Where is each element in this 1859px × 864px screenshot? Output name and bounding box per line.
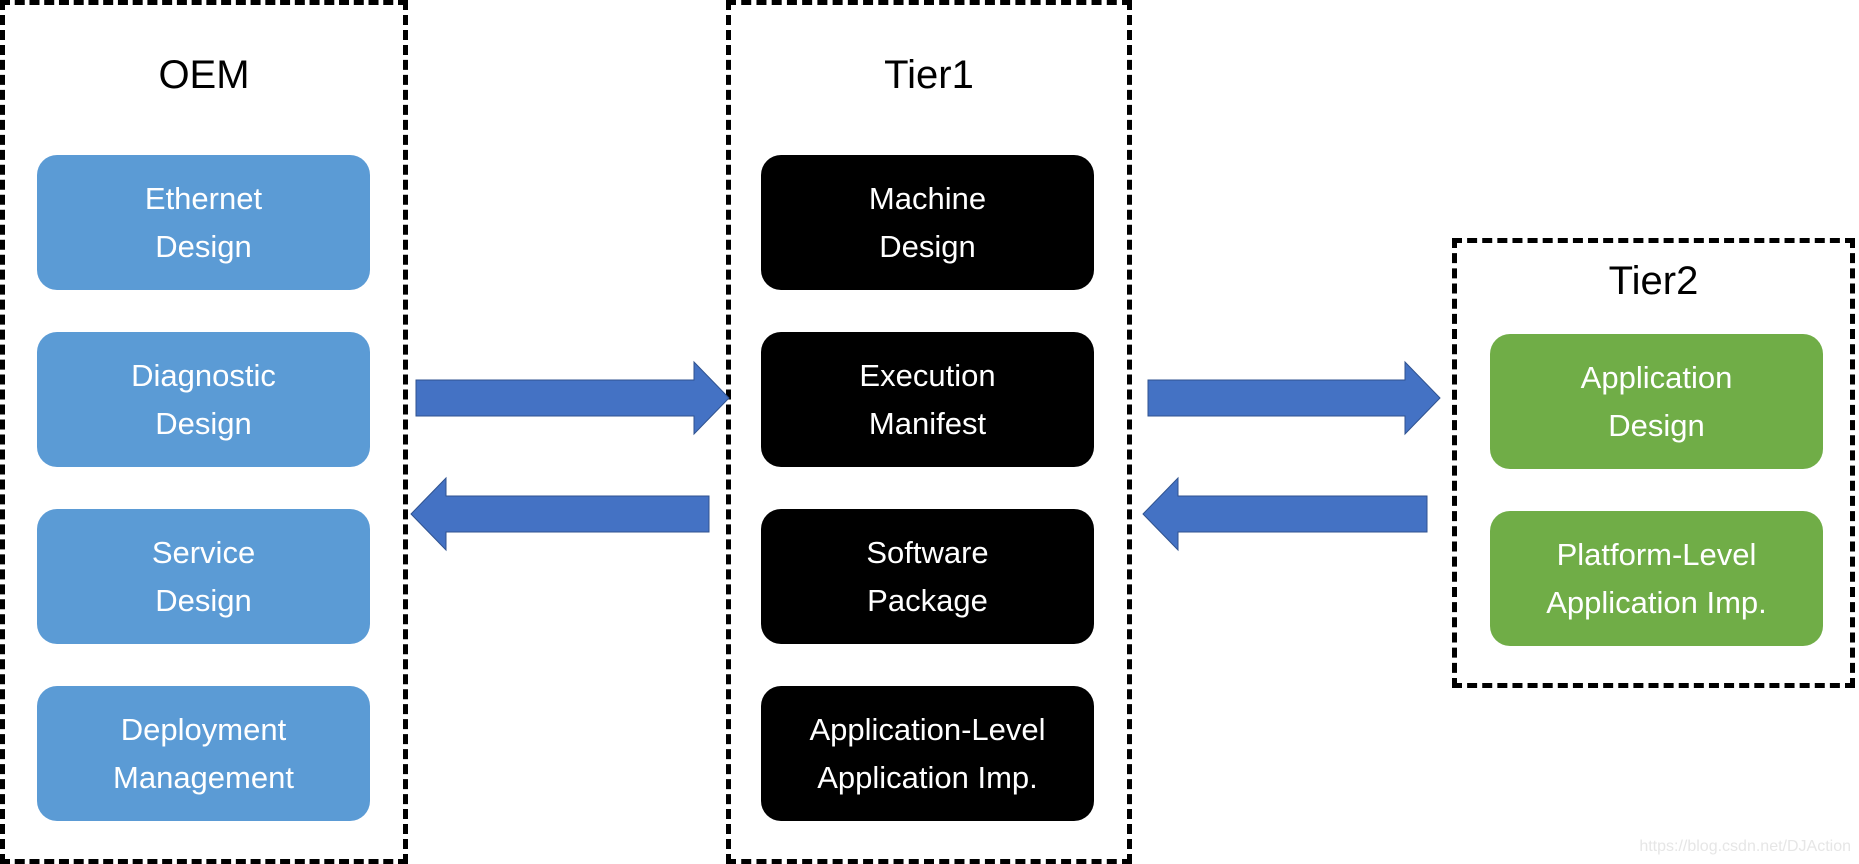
arrow-left-tier2-to-tier1 xyxy=(1142,476,1428,552)
box-label-line1: Application-Level xyxy=(809,711,1046,747)
box-label-line1: Machine xyxy=(868,180,987,216)
arrow-right-oem-to-tier1 xyxy=(415,360,730,436)
box-label-line1: Application xyxy=(1580,359,1733,395)
box-label-line1: Ethernet xyxy=(144,180,263,216)
box-label-line2: Application Imp. xyxy=(1546,584,1767,620)
box-label-line2: Manifest xyxy=(868,405,987,441)
box-label-line2: Design xyxy=(1608,407,1705,443)
box-label-line2: Application Imp. xyxy=(817,759,1038,795)
box-label-line2: Design xyxy=(155,228,252,264)
box-label-line1: Software xyxy=(866,534,989,570)
box-label-line2: Management xyxy=(113,759,294,795)
box-label-line2: Package xyxy=(867,582,988,618)
box-label-line2: Design xyxy=(879,228,976,264)
box-label-line1: Service xyxy=(151,534,256,570)
box-label-line1: Diagnostic xyxy=(131,357,276,393)
box-label-line2: Design xyxy=(155,582,252,618)
tier1-title: Tier1 xyxy=(884,53,974,97)
box-label-line1: Execution xyxy=(859,357,996,393)
arrow-right-tier1-to-tier2 xyxy=(1147,360,1441,436)
watermark-text: https://blog.csdn.net/DJAction xyxy=(1639,838,1851,855)
box-label-line1: Platform-Level xyxy=(1556,536,1757,572)
box-label-line1: Deployment xyxy=(120,711,287,747)
oem-title: OEM xyxy=(158,53,250,97)
box-label-line2: Design xyxy=(155,405,252,441)
arrow-left-tier1-to-oem xyxy=(410,476,710,552)
tier2-title: Tier2 xyxy=(1608,259,1699,303)
